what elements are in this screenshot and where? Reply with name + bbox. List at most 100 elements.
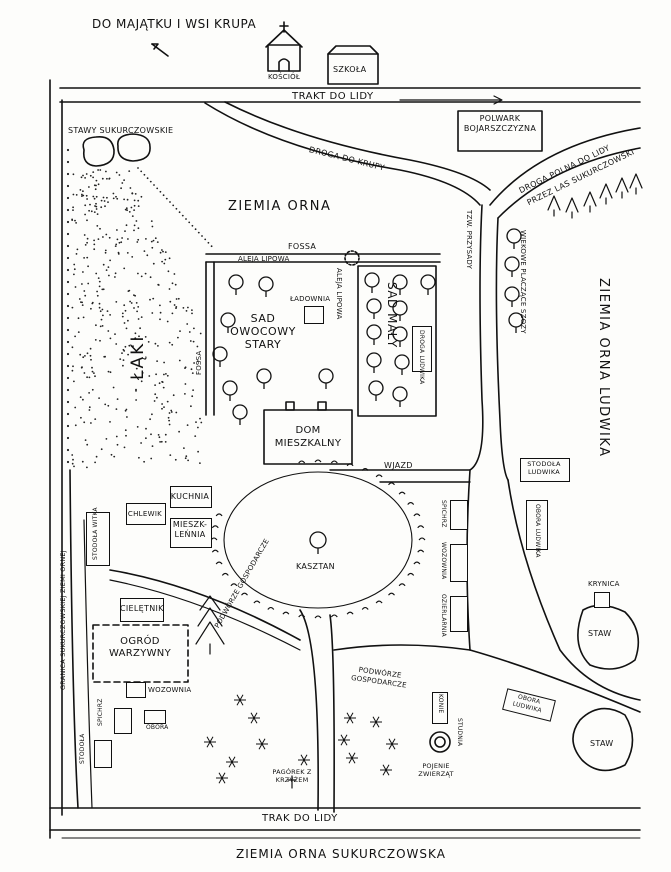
tree-icon bbox=[392, 300, 408, 321]
label-stodola-witka: STODOŁA WITKA bbox=[92, 507, 99, 560]
tree-icon bbox=[228, 274, 244, 295]
sad-maly-enclosure bbox=[357, 265, 437, 417]
staw-sukurcz-2 bbox=[116, 133, 151, 162]
label-church: KOŚCIÓŁ bbox=[268, 73, 300, 81]
wozownia-right-box bbox=[450, 544, 468, 582]
label-kuchnia: KUCHNIA bbox=[170, 492, 210, 501]
tree-icon bbox=[366, 298, 382, 319]
label-kasztan: KASZTAN bbox=[296, 562, 335, 571]
label-pojenie: POJENIE ZWIERZĄT bbox=[418, 762, 454, 778]
center-road-2 bbox=[329, 614, 335, 813]
staw-right-1 bbox=[577, 604, 640, 670]
shrub-icon bbox=[338, 734, 350, 746]
tree-icon bbox=[504, 286, 520, 307]
staw-sukurcz-1 bbox=[82, 135, 115, 167]
label-school: SZKOŁA bbox=[333, 65, 367, 74]
label-ogrod: OGRÓD WARZYWNY bbox=[109, 636, 171, 659]
shrub-icon bbox=[204, 736, 216, 748]
label-fossa-top: FOSSA bbox=[288, 242, 317, 251]
label-trakt-top: TRAKT DO LIDY bbox=[292, 91, 374, 102]
label-obora-ludwika: OBORA LUDWIKA bbox=[534, 504, 541, 558]
obora-left-box bbox=[144, 710, 166, 724]
label-border-road: GRANICA SUKURCZOWSKIEJ ZIEMI ORNEJ bbox=[59, 550, 67, 690]
tree-icon bbox=[364, 272, 380, 293]
shrub-icon bbox=[370, 716, 382, 728]
tree-icon bbox=[318, 368, 334, 389]
tree-icon bbox=[506, 228, 522, 249]
spichrz-left-box bbox=[114, 708, 132, 734]
label-fossa-side: FOSSA bbox=[195, 350, 203, 375]
label-pagorek: PAGÓREK Z KRZYŻEM bbox=[272, 768, 312, 784]
label-sad-stary: SAD OWOCOWY STARY bbox=[230, 312, 296, 351]
tree-icon bbox=[392, 386, 408, 407]
label-ziemia-orna: ZIEMIA ORNA bbox=[228, 199, 332, 214]
label-staw1: STAW bbox=[588, 629, 612, 638]
stodola-witka-box bbox=[86, 512, 110, 566]
tree-icon bbox=[392, 326, 408, 347]
top-note: DO MAJĄTKU I WSI KRUPA bbox=[92, 17, 257, 31]
krynica-box bbox=[594, 592, 610, 608]
label-sad-maly: SAD MAŁY bbox=[385, 282, 399, 348]
tree-icon bbox=[394, 354, 410, 375]
shrub-icon bbox=[380, 764, 392, 776]
label-wjazd: WJAZD bbox=[384, 461, 413, 470]
tree-icon bbox=[256, 368, 272, 389]
school-drawing bbox=[327, 45, 379, 85]
label-wozownia-right: WOZOWNIA bbox=[440, 542, 447, 580]
label-polwark: POLWARK BOJARSZCZYZNA bbox=[463, 114, 537, 133]
label-ziemia-ludwika: ZIEMIA ORNA LUDWIKA bbox=[596, 278, 611, 458]
tree-icon bbox=[258, 276, 274, 297]
droga-krupy-2 bbox=[224, 101, 491, 191]
tree-icon bbox=[368, 380, 384, 401]
shrub-icon bbox=[256, 738, 268, 750]
meadow-dots bbox=[66, 148, 213, 469]
cieletnik-box bbox=[120, 598, 164, 622]
orchard-trees bbox=[212, 228, 524, 554]
polwark-box bbox=[457, 110, 543, 152]
stodola-left-box bbox=[94, 740, 112, 768]
przysady-road-1 bbox=[469, 204, 484, 471]
label-obora-left: OBORA bbox=[146, 724, 169, 731]
tree-icon bbox=[508, 312, 524, 333]
label-stodola-left: STODOŁA bbox=[79, 733, 86, 764]
label-wozownia-left: WOZOWNIA bbox=[148, 686, 192, 694]
tree-icon bbox=[366, 324, 382, 345]
shrub-icon bbox=[298, 754, 310, 766]
label-przysady: TZW. PRZYSADY bbox=[465, 210, 473, 270]
hedge-ring bbox=[210, 459, 426, 619]
center-road-1 bbox=[299, 609, 319, 811]
label-spichrz-right: SPICHRZ bbox=[440, 500, 447, 528]
shrub-icon bbox=[226, 756, 238, 768]
label-chlewik: CHLEWIK bbox=[127, 510, 163, 518]
label-studnia: STUDNIA bbox=[456, 718, 463, 747]
label-stawy: STAWY SUKURCZOWSKIE bbox=[68, 126, 174, 135]
shrub-icon bbox=[234, 694, 246, 706]
shrub-icon bbox=[344, 712, 356, 724]
tree-icon bbox=[220, 312, 236, 333]
shrub-icon bbox=[216, 772, 228, 784]
obora-ludwika-box bbox=[526, 500, 548, 550]
droga-polna-1 bbox=[489, 127, 641, 206]
north-arrow-head bbox=[151, 43, 159, 50]
label-mieszk: MIESZK- LEŃNIA bbox=[172, 520, 208, 539]
stodola-ludwika-box bbox=[520, 458, 570, 482]
label-aleja-side: ALEJA LIPOWA bbox=[335, 268, 343, 320]
label-ladownia: ŁADOWNIA bbox=[290, 295, 331, 303]
label-droga-ludwika: DROGA LUDWIKA bbox=[418, 330, 425, 385]
dom-mieszkalny-box bbox=[263, 409, 353, 465]
tree-icon bbox=[420, 274, 436, 295]
label-dom: DOM MIESZKALNY bbox=[274, 425, 342, 449]
spichrz-right-box bbox=[450, 500, 468, 530]
label-trakt-bottom: TRAK DO LIDY bbox=[262, 813, 338, 824]
shrubs bbox=[204, 694, 398, 784]
label-cieplarnia: OZIERLARNIA bbox=[440, 594, 447, 637]
droga-krupy-1 bbox=[204, 102, 481, 206]
droga-polna-2 bbox=[497, 147, 641, 219]
mieszk-box bbox=[170, 518, 212, 548]
staw-right-2 bbox=[572, 707, 634, 772]
chlewik-box bbox=[126, 503, 166, 525]
label-laki: ŁĄKI bbox=[128, 334, 148, 380]
label-konie: KONIE bbox=[437, 694, 444, 714]
label-aleja-top: ALEJA LIPOWA bbox=[238, 255, 290, 263]
